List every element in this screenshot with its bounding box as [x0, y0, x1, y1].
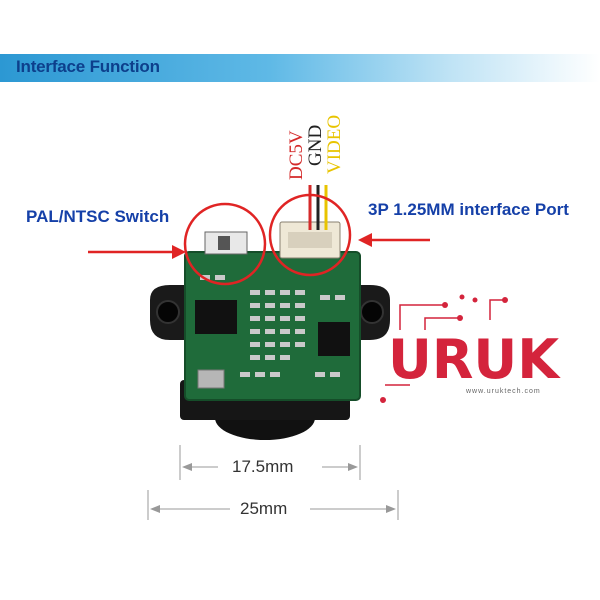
- dimension-inner-label: 17.5mm: [232, 457, 294, 476]
- chip-main: [195, 300, 237, 334]
- header-banner: Interface Function: [0, 54, 600, 82]
- logo-url: www.uruktech.com: [466, 388, 541, 395]
- crystal-component: [197, 369, 225, 389]
- chip-secondary: [318, 322, 350, 356]
- wire-label-video: VIDEO: [324, 114, 345, 174]
- dimension-outer-label: 25mm: [240, 499, 288, 518]
- dimension-outer: [147, 490, 399, 520]
- page-title: Interface Function: [16, 57, 160, 76]
- logo-dots: [380, 294, 508, 403]
- port-callout-circle: [268, 193, 352, 277]
- switch-arrow: [88, 245, 186, 259]
- switch-label: PAL/NTSC Switch: [26, 207, 170, 226]
- logo-traces: [385, 299, 505, 386]
- switch-callout-circle: [183, 202, 267, 286]
- port-label: 3P 1.25MM interface Port: [368, 200, 569, 219]
- smd-components: [200, 275, 345, 377]
- logo-wordmark: URUK: [388, 328, 561, 391]
- port-arrow: [358, 233, 430, 247]
- dimension-inner: [179, 445, 361, 480]
